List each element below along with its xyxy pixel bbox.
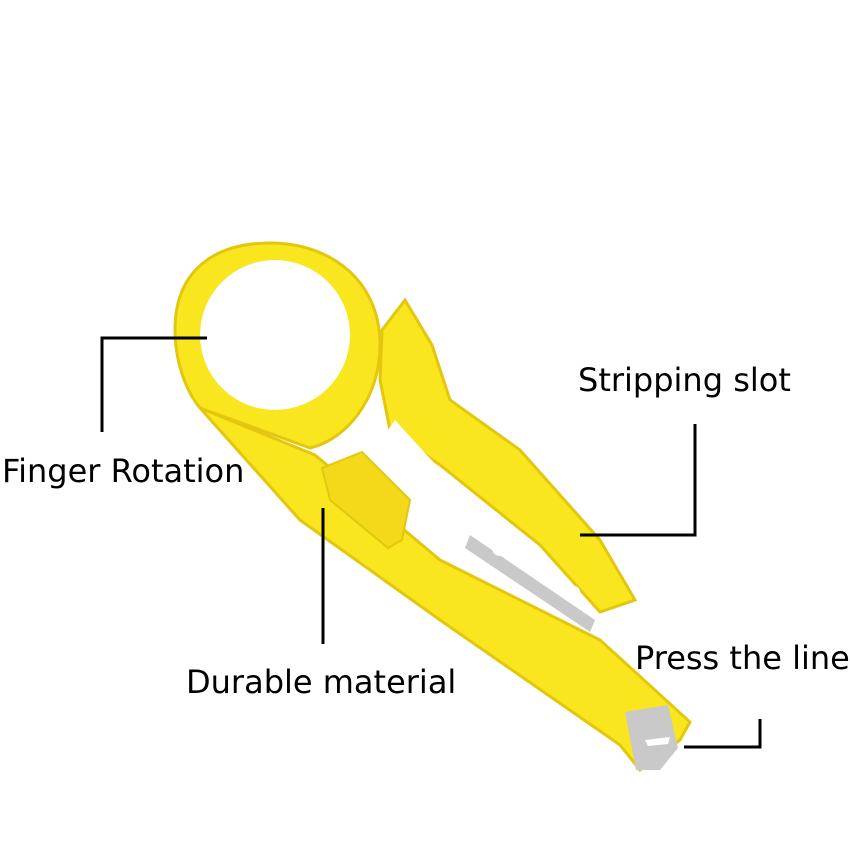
durable-material-label: Durable material [186, 663, 457, 701]
finger-ring-hole [200, 260, 350, 410]
press-the-line-label: Press the line [635, 639, 850, 677]
stripping-slot-label: Stripping slot [578, 361, 791, 399]
punch-down-blade [625, 705, 678, 770]
grip-panel [320, 450, 412, 550]
strip-hole-1 [431, 502, 453, 524]
strip-hole-3 [492, 540, 508, 556]
punch-down-notch [645, 737, 670, 746]
stripping-slot [388, 420, 445, 482]
finger-rotation-label: Finger Rotation [2, 452, 245, 490]
stripping-blade [465, 535, 595, 632]
strip-hole-4 [515, 553, 529, 567]
finger-rotation-leader [100, 336, 207, 432]
stripping-slot-leader [580, 424, 697, 537]
strip-hole-6 [568, 586, 580, 598]
strip-hole-5 [541, 569, 555, 583]
strip-hole-2 [465, 507, 481, 523]
press-the-line-leader [684, 719, 762, 749]
